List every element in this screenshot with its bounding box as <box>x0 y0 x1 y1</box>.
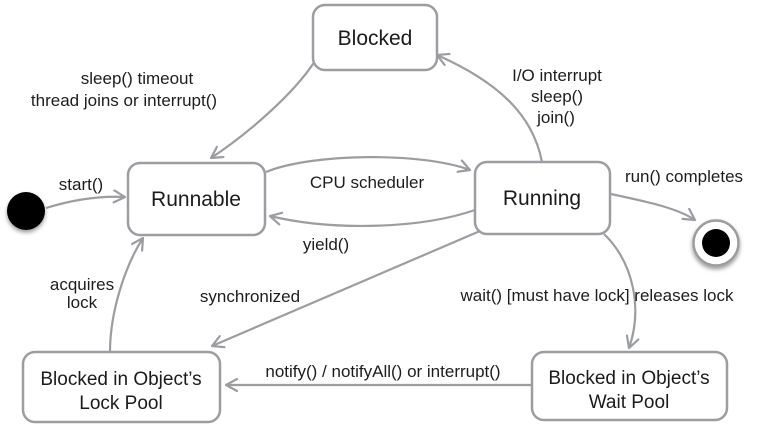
edge-blocked-to-runnable-label-line1: sleep() timeout <box>81 69 194 88</box>
transitions <box>45 55 695 385</box>
edge-cpu-scheduler <box>265 156 470 174</box>
edge-running-to-blocked-label-line3: join() <box>536 108 575 127</box>
state-lock-pool-label-line1: Blocked in Object’s <box>40 369 201 390</box>
state-runnable-box <box>126 161 267 237</box>
state-runnable-label: Runnable <box>151 188 241 211</box>
state-runnable: Runnable <box>126 161 267 237</box>
edge-start-label: start() <box>59 175 103 194</box>
edge-blocked-to-runnable-label-line2: thread joins or interrupt() <box>31 91 217 110</box>
state-wait-pool-label-line1: Blocked in Object’s <box>548 368 709 389</box>
edge-acquires-lock <box>108 238 143 353</box>
edge-acquires-lock-label-line2: lock <box>67 293 98 312</box>
edge-yield-label: yield() <box>303 235 349 254</box>
state-blocked-box <box>311 3 439 72</box>
edge-acquires-lock-label-line1: acquires <box>50 275 114 294</box>
edge-synchronized <box>212 229 481 346</box>
edge-wait-label: wait() [must have lock] releases lock <box>459 286 734 305</box>
edge-running-to-blocked-label-line1: I/O interrupt <box>512 66 602 85</box>
edge-running-to-blocked <box>437 55 544 163</box>
edge-synchronized-label: synchronized <box>200 287 300 306</box>
final-state <box>692 219 740 267</box>
state-blocked: Blocked <box>311 3 439 72</box>
edge-wait <box>603 233 635 348</box>
state-running-label: Running <box>503 187 581 210</box>
edge-running-to-blocked-label-line2: sleep() <box>531 87 583 106</box>
edge-start <box>45 197 125 210</box>
state-running: Running <box>473 160 612 236</box>
state-wait-pool-box <box>530 350 729 422</box>
state-lock-pool-box <box>21 350 222 424</box>
state-lock-pool-label-line2: Lock Pool <box>79 393 162 414</box>
state-blocked-label: Blocked <box>338 27 413 50</box>
transition-labels: start() sleep() timeout thread joins or … <box>31 66 743 381</box>
edge-yield <box>270 208 476 227</box>
edge-cpu-scheduler-label: CPU scheduler <box>310 173 425 192</box>
final-state-dot <box>702 229 730 257</box>
edge-run-completes <box>610 192 695 220</box>
initial-state-dot <box>7 192 45 230</box>
state-wait-pool-label-line2: Wait Pool <box>589 392 670 413</box>
edge-run-completes-label: run() completes <box>625 167 743 186</box>
state-wait-pool: Blocked in Object’s Wait Pool <box>530 350 729 422</box>
edge-notify-label: notify() / notifyAll() or interrupt() <box>265 362 500 381</box>
edge-blocked-to-runnable <box>211 60 316 158</box>
state-lock-pool: Blocked in Object’s Lock Pool <box>21 350 222 424</box>
state-running-box <box>473 160 612 236</box>
